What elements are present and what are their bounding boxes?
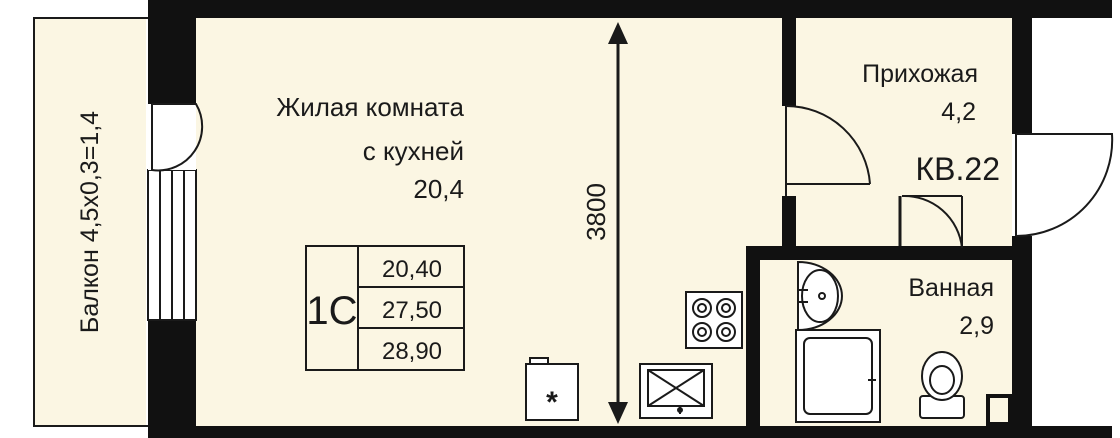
balcony-door (148, 103, 204, 172)
living-area-value: 20,40 (382, 256, 442, 283)
hall-door (785, 104, 871, 196)
living-room-name-line2: с кухней (363, 136, 464, 166)
bathtub-icon (795, 329, 881, 423)
hall-floor (782, 18, 1012, 246)
stove-icon (685, 291, 743, 349)
living-room-floor (196, 18, 782, 426)
total-with-balcony-value: 28,90 (382, 338, 442, 365)
hall-name: Прихожая (862, 60, 978, 88)
area-summary-table (305, 245, 465, 371)
total-area-value: 27,50 (382, 297, 442, 324)
balcony-outline (33, 17, 148, 427)
washbasin-icon (797, 260, 843, 332)
toilet-icon (919, 351, 965, 419)
dimension-line (608, 22, 628, 424)
entrance-door (1012, 133, 1114, 238)
bath-wall-notch (990, 398, 1008, 422)
kitchen-sink-icon (639, 363, 713, 419)
balcony-window (147, 169, 197, 321)
washing-machine-icon (525, 357, 579, 421)
apartment-number: КВ.22 (916, 151, 1000, 187)
balcony-floor (34, 18, 146, 426)
washing-machine-symbol: * (546, 386, 558, 419)
bathroom-door (901, 194, 963, 249)
walls (148, 0, 1112, 438)
living-room-area: 20,4 (413, 174, 464, 204)
living-room-name-line1: Жилая комната (276, 92, 464, 122)
apartment-type: 1С (306, 289, 357, 333)
bathroom-area: 2,9 (959, 312, 994, 340)
hall-area: 4,2 (941, 98, 976, 126)
dimension-label: 3800 (581, 183, 611, 241)
balcony-label: Балкон 4,5х0,3=1,4 (76, 111, 104, 333)
bathroom-name: Ванная (908, 274, 994, 302)
